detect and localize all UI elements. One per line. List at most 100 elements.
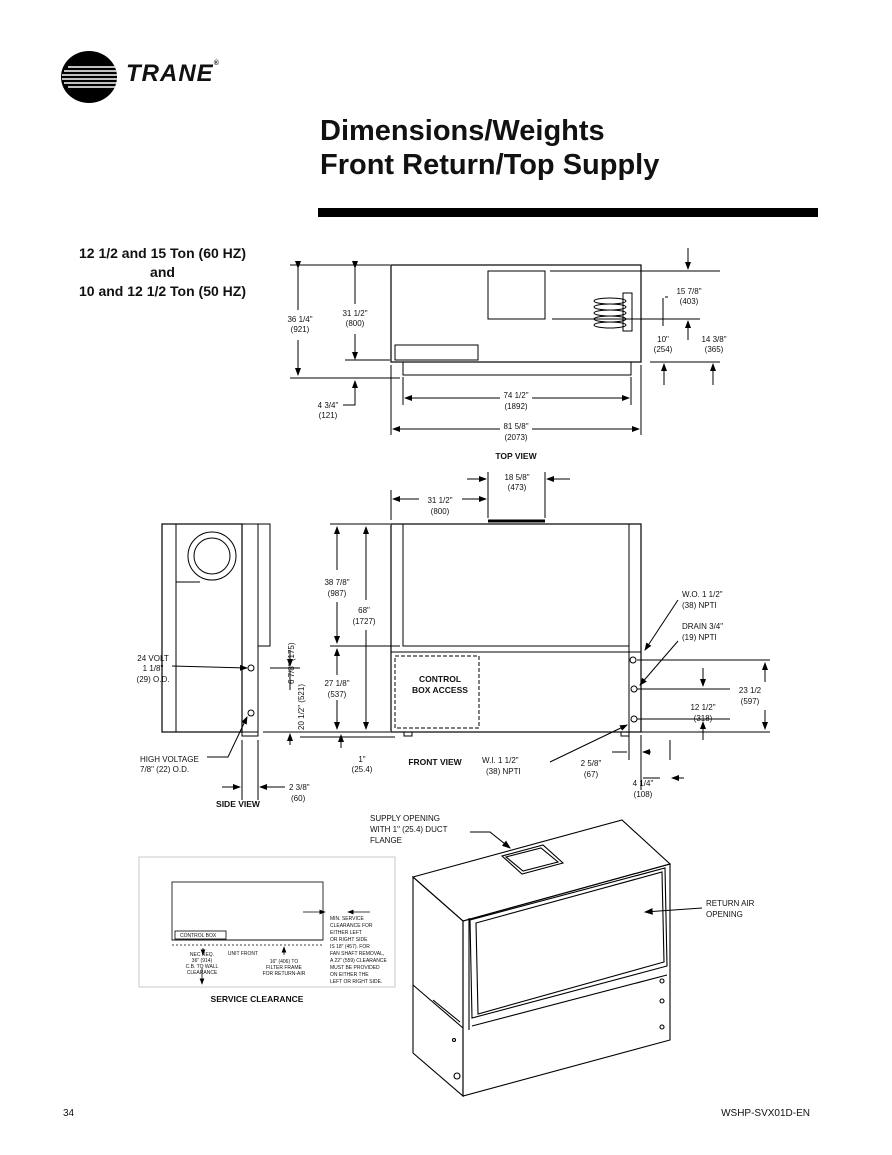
svg-text:CONTROL: CONTROL [419,674,461,684]
svg-text:74 1/2": 74 1/2" [503,391,528,400]
svg-text:31 1/2": 31 1/2" [427,496,452,505]
title-line-1: Dimensions/Weights [320,115,605,147]
svg-text:A 22" (559) CLEARANCE: A 22" (559) CLEARANCE [330,958,387,964]
svg-text:(108): (108) [634,790,653,799]
svg-text:(318): (318) [694,714,713,723]
isometric-unit [411,819,703,1098]
service-clearance-labels: CONTROL BOX NEC REQ. 36" (914) C.B. TO W… [180,916,387,1004]
svg-text:2 5/8": 2 5/8" [581,759,602,768]
svg-text:(800): (800) [431,507,450,516]
svg-text:RETURN AIR: RETURN AIR [706,899,755,908]
svg-text:ON EITHER THE: ON EITHER THE [330,972,369,978]
top-view [290,248,720,435]
svg-text:38 7/8": 38 7/8" [324,578,349,587]
trane-logo-icon [61,51,117,103]
svg-text:FOR RETURN-AIR: FOR RETURN-AIR [263,971,306,977]
svg-text:(2073): (2073) [504,433,527,442]
svg-text:(1892): (1892) [504,402,527,411]
svg-text:(537): (537) [328,690,347,699]
svg-text:HIGH VOLTAGE: HIGH VOLTAGE [140,755,199,764]
side-view-labels: 24 VOLT 1 1/8" (29) O.D. HIGH VOLTAGE 7/… [137,642,310,809]
svg-text:OR RIGHT SIDE: OR RIGHT SIDE [330,937,368,943]
svg-text:4 3/4": 4 3/4" [318,401,339,410]
svg-text:W.I. 1 1/2": W.I. 1 1/2" [482,756,519,765]
svg-text:(365): (365) [705,345,724,354]
svg-text:12 1/2": 12 1/2" [690,703,715,712]
svg-text:(921): (921) [291,325,310,334]
svg-text:24 VOLT: 24 VOLT [137,654,169,663]
svg-text:10": 10" [657,335,669,344]
svg-text:UNIT FRONT: UNIT FRONT [228,951,258,957]
svg-text:MUST BE PROVIDED: MUST BE PROVIDED [330,965,380,971]
svg-text:1": 1" [358,755,365,764]
svg-text:(25.4): (25.4) [352,765,373,774]
isometric-labels: SUPPLY OPENING WITH 1" (25.4) DUCT FLANG… [370,814,755,919]
svg-text:FILTER FRAME: FILTER FRAME [266,965,302,971]
svg-text:(473): (473) [508,483,527,492]
svg-text:CONTROL BOX: CONTROL BOX [180,933,217,939]
svg-text:(403): (403) [680,297,699,306]
svg-text:IS 18" (457). FOR: IS 18" (457). FOR [330,944,370,950]
top-view-label: TOP VIEW [495,451,537,461]
coil-icon [593,292,633,332]
svg-text:(38) NPTI: (38) NPTI [486,767,521,776]
svg-text:(800): (800) [346,319,365,328]
svg-text:(1727): (1727) [352,617,375,626]
svg-text:18 5/8": 18 5/8" [504,473,529,482]
svg-text:W.O. 1 1/2": W.O. 1 1/2" [682,590,723,599]
svg-text:(987): (987) [328,589,347,598]
svg-text:BOX ACCESS: BOX ACCESS [412,685,468,695]
svg-text:1 1/8": 1 1/8" [143,664,164,673]
svg-text:(67): (67) [584,770,599,779]
svg-text:68": 68" [358,606,370,615]
svg-text:FLANGE: FLANGE [370,836,402,845]
svg-text:27 1/8": 27 1/8" [324,679,349,688]
svg-text:15 7/8": 15 7/8" [676,287,701,296]
page-number: 34 [63,1108,75,1119]
svg-text:2 3/8": 2 3/8" [289,783,310,792]
svg-text:(38) NPTI: (38) NPTI [682,601,717,610]
svg-text:MIN. SERVICE: MIN. SERVICE [330,916,364,922]
document-id: WSHP-SVX01D-EN [721,1108,810,1119]
svg-text:FAN SHAFT REMOVAL,: FAN SHAFT REMOVAL, [330,951,384,957]
svg-text:16" (406) TO: 16" (406) TO [270,959,299,965]
title-line-2: Front Return/Top Supply [320,149,660,181]
svg-text:6 7/8" (175): 6 7/8" (175) [287,642,296,684]
svg-text:(254): (254) [654,345,673,354]
svg-text:(597): (597) [741,697,760,706]
svg-text:CLEARANCE: CLEARANCE [187,970,218,976]
svg-text:36 1/4": 36 1/4" [287,315,312,324]
svg-text:14 3/8": 14 3/8" [701,335,726,344]
svg-text:(121): (121) [319,411,338,420]
svg-text:36" (914): 36" (914) [192,958,213,964]
front-view-labels: 18 5/8" (473) 31 1/2" (800) 38 7/8" (987… [324,473,761,799]
service-clearance-diagram [138,856,396,988]
front-view [300,472,770,790]
svg-text:31 1/2": 31 1/2" [342,309,367,318]
svg-text:(19) NPTI: (19) NPTI [682,633,717,642]
svg-text:WITH 1" (25.4) DUCT: WITH 1" (25.4) DUCT [370,825,448,834]
front-view-label: FRONT VIEW [408,757,462,767]
svg-text:20 1/2" (521): 20 1/2" (521) [297,684,306,730]
brand-name: TRANE® [126,60,220,87]
svg-text:C.B. TO WALL: C.B. TO WALL [186,964,219,970]
side-view-label: SIDE VIEW [216,799,261,809]
svg-text:(29) O.D.: (29) O.D. [137,675,170,684]
svg-text:LEFT OR RIGHT SIDE.: LEFT OR RIGHT SIDE. [330,979,382,985]
svg-text:DRAIN 3/4": DRAIN 3/4" [682,622,723,631]
svg-text:SUPPLY OPENING: SUPPLY OPENING [370,814,440,823]
svg-text:CLEARANCE FOR: CLEARANCE FOR [330,923,373,929]
svg-text:OPENING: OPENING [706,910,743,919]
svg-text:EITHER LEFT: EITHER LEFT [330,930,362,936]
model-subheading: 12 1/2 and 15 Ton (60 HZ) and 10 and 12 … [78,245,246,299]
service-clearance-label: SERVICE CLEARANCE [211,994,304,1004]
svg-text:81 5/8": 81 5/8" [503,422,528,431]
svg-text:NEC REQ.: NEC REQ. [190,952,214,958]
side-view [161,523,300,800]
svg-text:(60): (60) [291,794,306,803]
svg-text:4 1/4": 4 1/4" [633,779,654,788]
top-view-labels: 36 1/4" (921) 31 1/2" (800) 4 3/4" (121)… [287,287,726,461]
svg-text:7/8" (22) O.D.: 7/8" (22) O.D. [140,765,189,774]
title-rule [318,208,818,217]
